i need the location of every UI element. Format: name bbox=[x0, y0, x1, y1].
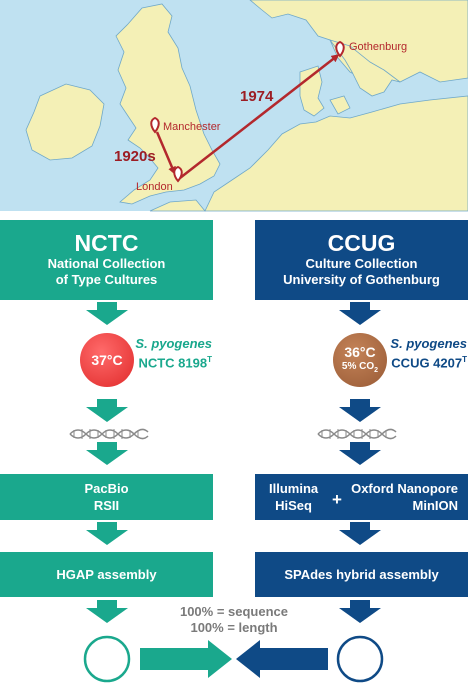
right-platform-a-line2: HiSeq bbox=[275, 498, 312, 513]
right-platform-b-line1: Oxford Nanopore bbox=[351, 481, 458, 496]
year-1974: 1974 bbox=[240, 88, 274, 105]
great-britain bbox=[115, 3, 221, 205]
left-dna-icon bbox=[69, 428, 149, 440]
city-manchester: Manchester bbox=[163, 121, 221, 133]
left-species-label: S. pyogenes NCTC 8198T bbox=[134, 336, 212, 371]
nctc-subtitle-2: of Type Cultures bbox=[55, 272, 158, 287]
london-pin-icon bbox=[173, 165, 183, 183]
nctc-subtitle-1: National Collection bbox=[47, 256, 166, 271]
left-compare-arrow-icon bbox=[140, 640, 232, 678]
manchester-pin-icon bbox=[150, 116, 160, 134]
right-co2-sub: 2 bbox=[374, 366, 379, 374]
comparison-label: 100% = sequence 100% = length bbox=[150, 604, 318, 636]
left-platform-line1: PacBio bbox=[84, 481, 129, 496]
left-strain-sup: T bbox=[207, 355, 212, 364]
right-platform-box: Illumina HiSeq + Oxford Nanopore MinION bbox=[255, 474, 468, 520]
france-edge bbox=[149, 199, 206, 212]
left-culture-circle: 37°C bbox=[80, 333, 134, 387]
ccug-subtitle-1: Culture Collection bbox=[305, 256, 418, 271]
right-strain-sup: T bbox=[462, 355, 467, 364]
right-species-label: S. pyogenes CCUG 4207T bbox=[387, 336, 467, 371]
map-graphic bbox=[0, 0, 468, 212]
left-strain: NCTC 8198 bbox=[138, 355, 208, 371]
route-manchester-london bbox=[155, 131, 176, 175]
comparison-line1: 100% = sequence bbox=[179, 604, 289, 619]
right-species-name: S. pyogenes bbox=[390, 336, 467, 351]
location-pins bbox=[150, 40, 345, 183]
right-strain: CCUG 4207 bbox=[391, 355, 463, 371]
right-assembly-box: SPAdes hybrid assembly bbox=[255, 552, 468, 597]
right-culture-circle: 36°C 5% CO2 bbox=[333, 333, 387, 387]
left-platform-box: PacBio RSII bbox=[0, 474, 213, 520]
right-result-circle bbox=[336, 635, 384, 683]
mainland-europe bbox=[204, 95, 468, 212]
left-arrow-4-icon bbox=[86, 522, 128, 545]
right-arrow-3-icon bbox=[339, 442, 381, 465]
right-co2-prefix: 5% CO bbox=[341, 360, 375, 372]
left-result-circle bbox=[83, 635, 131, 683]
right-arrow-1-icon bbox=[339, 302, 381, 325]
right-arrow-2-icon bbox=[339, 399, 381, 422]
right-arrow-4-icon bbox=[339, 522, 381, 545]
route-london-gothenburg bbox=[179, 54, 340, 179]
denmark-islands bbox=[329, 95, 351, 115]
scandinavia-land bbox=[249, 0, 468, 83]
right-culture-co2: 5% CO2 bbox=[342, 361, 378, 377]
right-platform-b: Oxford Nanopore MinION bbox=[351, 474, 458, 520]
comparison-line2: 100% = length bbox=[190, 620, 278, 635]
right-compare-arrow-icon bbox=[236, 640, 328, 678]
nctc-title: NCTC bbox=[74, 230, 139, 256]
europe-map: Manchester London Gothenburg 1920s 1974 bbox=[0, 0, 468, 212]
denmark-land bbox=[299, 65, 325, 117]
right-platform-a-line1: Illumina bbox=[269, 481, 319, 496]
left-culture-temp: 37°C bbox=[91, 351, 123, 368]
left-arrow-2-icon bbox=[86, 399, 128, 422]
left-arrow-1-icon bbox=[86, 302, 128, 325]
right-culture-temp: 36°C bbox=[344, 343, 376, 360]
ccug-subtitle-2: University of Gothenburg bbox=[283, 272, 440, 287]
route-lines bbox=[155, 54, 340, 179]
gothenburg-pin-icon bbox=[335, 40, 345, 58]
left-arrow-5-icon bbox=[86, 600, 128, 623]
left-arrow-3-icon bbox=[86, 442, 128, 465]
ireland bbox=[25, 83, 105, 161]
plus-sign: + bbox=[332, 490, 342, 509]
right-arrow-5-icon bbox=[339, 600, 381, 623]
nctc-header: NCTC National Collection of Type Culture… bbox=[0, 220, 213, 300]
left-assembly-box: HGAP assembly bbox=[0, 552, 213, 597]
left-species-name: S. pyogenes bbox=[135, 336, 212, 351]
sweden-south bbox=[328, 39, 401, 97]
right-assembly-label: SPAdes hybrid assembly bbox=[284, 567, 439, 582]
right-platform-a: Illumina HiSeq bbox=[269, 474, 318, 520]
left-assembly-label: HGAP assembly bbox=[56, 567, 157, 582]
ccug-header: CCUG Culture Collection University of Go… bbox=[255, 220, 468, 300]
right-platform-b-line2: MinION bbox=[412, 498, 459, 513]
ccug-title: CCUG bbox=[327, 230, 396, 256]
left-platform-line2: RSII bbox=[93, 498, 120, 513]
city-gothenburg: Gothenburg bbox=[349, 41, 408, 53]
year-1920s: 1920s bbox=[114, 148, 156, 165]
city-london: London bbox=[136, 181, 173, 193]
right-dna-icon bbox=[317, 428, 397, 440]
